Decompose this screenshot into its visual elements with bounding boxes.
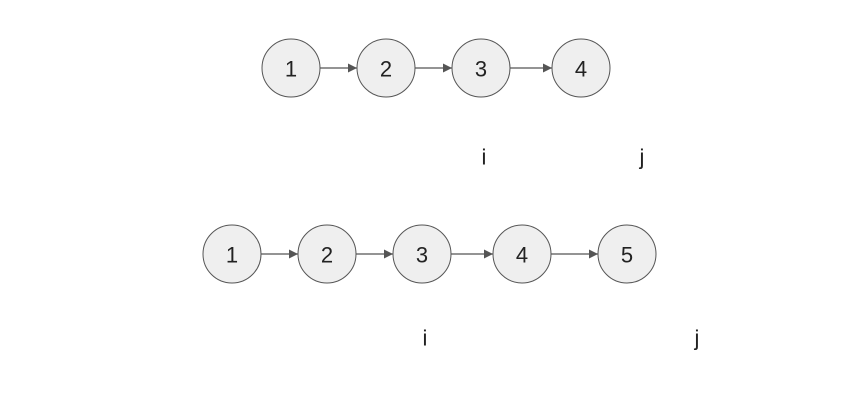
node-circle — [202, 224, 262, 284]
node-label: 3 — [416, 243, 428, 268]
node-circle — [492, 224, 552, 284]
node-label: 4 — [516, 243, 528, 268]
node: 1 — [261, 38, 321, 98]
node: 2 — [356, 38, 416, 98]
node-label: 5 — [621, 243, 633, 268]
node-label: 1 — [226, 243, 238, 268]
list-2: 1 2 3 4 5 i j — [202, 224, 700, 351]
pointer-label-i: i — [482, 145, 487, 170]
node-circle — [551, 38, 611, 98]
node-label: 2 — [321, 243, 333, 268]
list-1: 1 2 3 4 i j — [261, 38, 645, 170]
node-label: 1 — [285, 57, 297, 82]
node-label: 3 — [475, 57, 487, 82]
node-circle — [451, 38, 511, 98]
node: 4 — [551, 38, 611, 98]
node: 5 — [597, 224, 657, 284]
pointer-label-j: j — [694, 326, 700, 351]
node: 4 — [492, 224, 552, 284]
pointer-label-j: j — [639, 145, 645, 170]
node-label: 2 — [380, 57, 392, 82]
pointer-label-i: i — [423, 326, 428, 351]
node-circle — [261, 38, 321, 98]
node-circle — [356, 38, 416, 98]
node-circle — [392, 224, 452, 284]
node: 1 — [202, 224, 262, 284]
node: 2 — [297, 224, 357, 284]
node: 3 — [392, 224, 452, 284]
node-circle — [597, 224, 657, 284]
node: 3 — [451, 38, 511, 98]
node-circle — [297, 224, 357, 284]
node-label: 4 — [575, 57, 587, 82]
